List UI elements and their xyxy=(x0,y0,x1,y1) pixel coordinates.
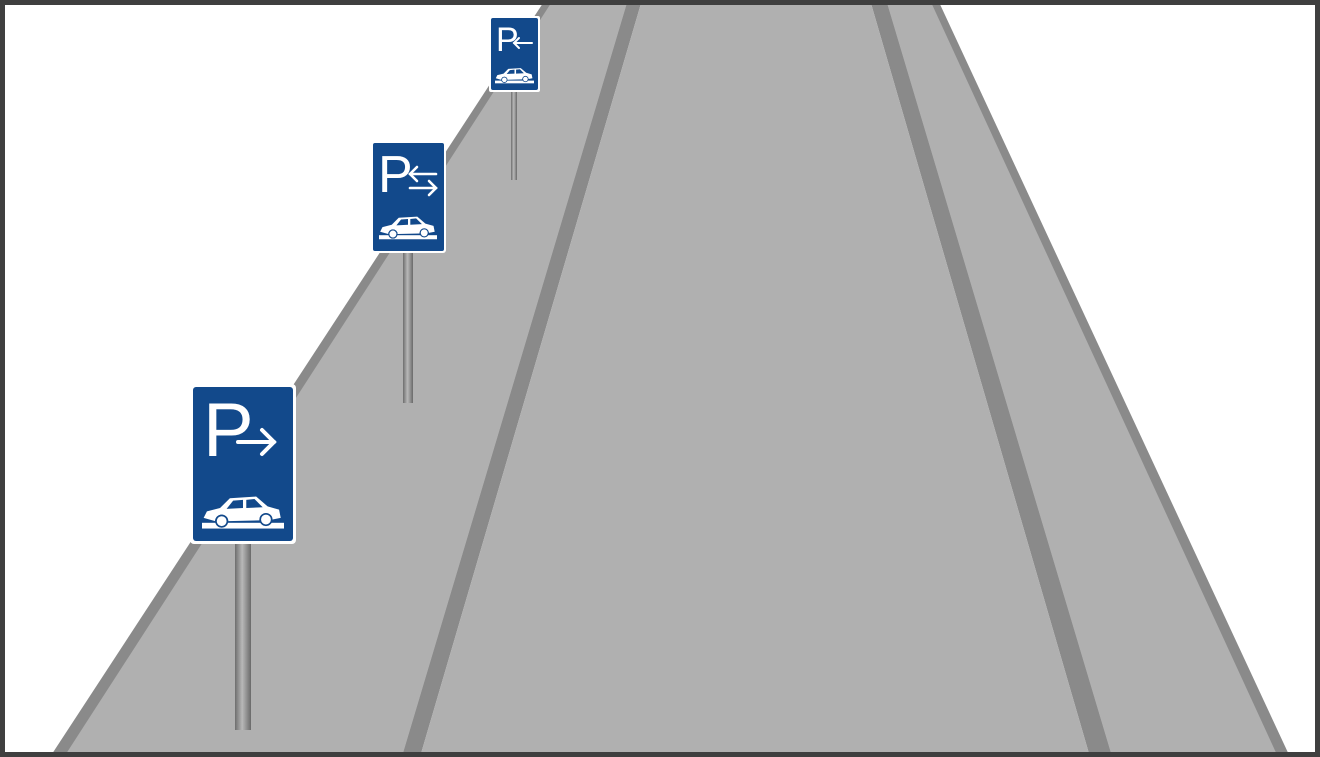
right-sidewalk xyxy=(886,0,1278,757)
arrow-right-icon xyxy=(236,428,277,456)
sign-letter: P xyxy=(378,146,413,204)
sign-pole xyxy=(511,88,517,180)
arrow-left-icon xyxy=(512,37,533,49)
arrow-both-icon xyxy=(408,165,438,197)
sign-pole xyxy=(403,250,413,403)
road-curb-left xyxy=(402,0,642,757)
sign-letter: P xyxy=(496,21,519,59)
parking-sign-middle: P xyxy=(371,141,446,403)
left-sidewalk xyxy=(64,0,628,757)
sign-letter: P xyxy=(203,388,254,473)
parking-sign-far: P xyxy=(489,16,540,180)
sign-pole xyxy=(235,540,251,730)
road-curb-right xyxy=(870,0,1112,757)
road-surface xyxy=(420,0,1090,757)
parking-sign-near: P xyxy=(190,384,296,730)
